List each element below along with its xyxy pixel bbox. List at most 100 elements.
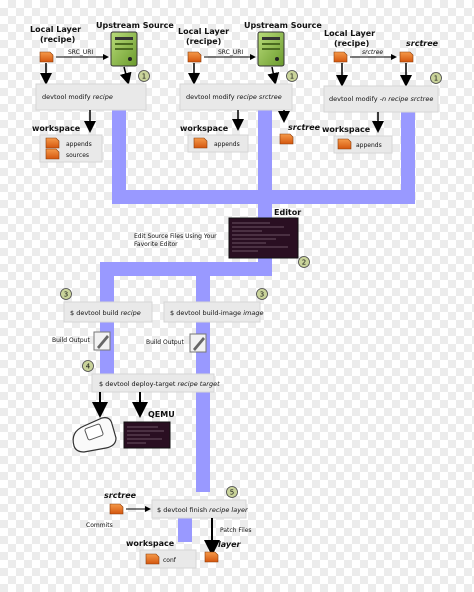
mid-modify-cmd: devtool modify: [186, 93, 235, 101]
right-local-layer-title: Local Layer: [324, 29, 375, 38]
mid-modify-panel: Local Layer (recipe) Upstream Source SRC…: [178, 21, 322, 153]
build-output-label: Build Output: [52, 337, 90, 344]
left-recipe-file-icon: [39, 51, 54, 63]
left-step-number: 1: [142, 73, 146, 81]
build-image-cmd: $ devtool build-image: [170, 309, 241, 317]
finish-srctree-file-icon: [109, 503, 124, 515]
mid-local-layer-sub: (recipe): [186, 37, 221, 46]
build-cmd: $ devtool build: [70, 309, 119, 317]
right-appends-file-icon: [337, 138, 352, 150]
mid-modify-box: [179, 83, 293, 111]
mid-appends-file-icon: [193, 137, 208, 149]
finish-conf-label: conf: [163, 557, 177, 564]
flow-band-finish-to-workspace: [178, 514, 192, 542]
mid-srctree-label: srctree: [288, 123, 321, 132]
left-appends-label: appends: [66, 141, 92, 148]
flow-band-editor-split: [100, 262, 272, 276]
finish-workspace-label: workspace: [126, 539, 175, 548]
left-src-uri-label: SRC_URI: [68, 49, 93, 56]
build-image-output-label: Build Output: [146, 339, 184, 346]
finish-arg: recipe layer: [209, 506, 249, 514]
left-appends-file-icon: [45, 137, 60, 149]
mid-step-number: 1: [290, 73, 294, 81]
finish-patch-files-label: Patch Files: [220, 527, 252, 534]
left-upstream-title: Upstream Source: [96, 21, 174, 30]
build-step-number: 3: [64, 291, 68, 299]
finish-cmd: $ devtool finish: [157, 506, 207, 514]
svg-text:$ devtool build-image image: $ devtool build-image image: [170, 309, 263, 317]
flow-band-deploy-to-finish: [196, 390, 210, 492]
deploy-section: 4 $ devtool deploy-target recipe target …: [72, 360, 220, 453]
svg-text:devtool modify -n recipe srctr: devtool modify -n recipe srctree: [329, 95, 433, 103]
target-device-icon: [72, 417, 117, 453]
right-step-number: 1: [434, 75, 438, 83]
deploy-step-number: 4: [86, 363, 91, 371]
left-modify-box: [35, 83, 147, 111]
flow-band-top-horizontal: [112, 190, 415, 204]
build-image-output-pen-icon: [193, 337, 205, 351]
left-local-layer-title: Local Layer: [30, 25, 81, 34]
build-image-command-box: [163, 301, 261, 323]
right-recipe-file-icon: [333, 51, 348, 63]
finish-layer-label: layer: [218, 540, 242, 549]
flow-band-to-build: [100, 270, 114, 304]
right-srctree-arrow-label: srctree: [362, 49, 383, 56]
left-local-layer-sub: (recipe): [40, 35, 75, 44]
finish-commits-label: Commits: [86, 522, 113, 529]
flow-band-to-build-image: [196, 270, 210, 304]
deploy-arg: recipe target: [178, 380, 221, 388]
finish-command-box: [151, 499, 247, 519]
right-modify-box: [323, 85, 439, 113]
svg-text:$ devtool build recipe: $ devtool build recipe: [70, 309, 141, 317]
mid-recipe-file-icon: [187, 51, 202, 63]
flow-band-right-vertical: [401, 112, 415, 204]
build-command-box: [63, 301, 153, 323]
build-image-step-number: 3: [260, 291, 264, 299]
left-sources-label: sources: [66, 152, 89, 159]
svg-text:devtool modify recipe srctree: devtool modify recipe srctree: [186, 93, 282, 101]
right-modify-arg: -n recipe srctree: [380, 95, 434, 103]
right-srctree-title: srctree: [406, 39, 439, 48]
mid-modify-arg: recipe srctree: [237, 93, 282, 101]
svg-text:$ devtool deploy-target recipe: $ devtool deploy-target recipe target: [99, 380, 220, 388]
mid-upstream-server-icon: [257, 31, 285, 67]
right-appends-label: appends: [356, 142, 382, 149]
right-workspace-label: workspace: [322, 125, 371, 134]
left-modify-cmd: devtool modify: [42, 93, 91, 101]
svg-text:$ devtool finish recipe layer: $ devtool finish recipe layer: [157, 506, 249, 514]
deploy-cmd: $ devtool deploy-target: [99, 380, 176, 388]
finish-step-number: 5: [230, 489, 234, 497]
mid-srctree-file-icon: [279, 133, 294, 145]
svg-text:devtool modify recipe: devtool modify recipe: [42, 93, 113, 101]
editor-text-line1: Edit Source Files Using Your: [134, 233, 217, 240]
left-workspace-label: workspace: [32, 124, 81, 133]
editor-terminal-screenshot: [228, 217, 299, 259]
editor-text-line2: Favorite Editor: [134, 241, 178, 248]
editor-step-number: 2: [302, 259, 306, 267]
build-output-pen-icon: [97, 335, 109, 349]
mid-upstream-title: Upstream Source: [244, 21, 322, 30]
finish-layer-file-icon: [204, 551, 219, 563]
mid-workspace-label: workspace: [180, 124, 229, 133]
right-modify-cmd: devtool modify: [329, 95, 378, 103]
flow-band-mid-vertical: [258, 102, 272, 200]
editor-title: Editor: [274, 208, 301, 217]
deploy-command-box: [91, 373, 215, 393]
right-srctree-file-icon: [399, 51, 414, 63]
left-modify-arg: recipe: [93, 93, 113, 101]
flow-band-left-vertical: [112, 110, 126, 200]
left-upstream-server-icon: [110, 31, 138, 67]
finish-conf-file-icon: [145, 553, 160, 565]
build-arg: recipe: [121, 309, 141, 317]
build-section: 3 $ devtool build recipe Build Output 3 …: [52, 288, 268, 353]
editor-section: Editor Edit Source Files Using Your Favo…: [134, 208, 310, 268]
build-image-arg: image: [243, 309, 263, 317]
left-modify-panel: Local Layer (recipe) Upstream Source SRC…: [30, 21, 174, 163]
mid-src-uri-label: SRC_URI: [218, 49, 243, 56]
mid-appends-label: appends: [214, 141, 240, 148]
finish-section: srctree Commits 5 $ devtool finish recip…: [86, 486, 252, 569]
finish-srctree-label: srctree: [104, 491, 137, 500]
editor-terminal-text: [232, 222, 290, 252]
